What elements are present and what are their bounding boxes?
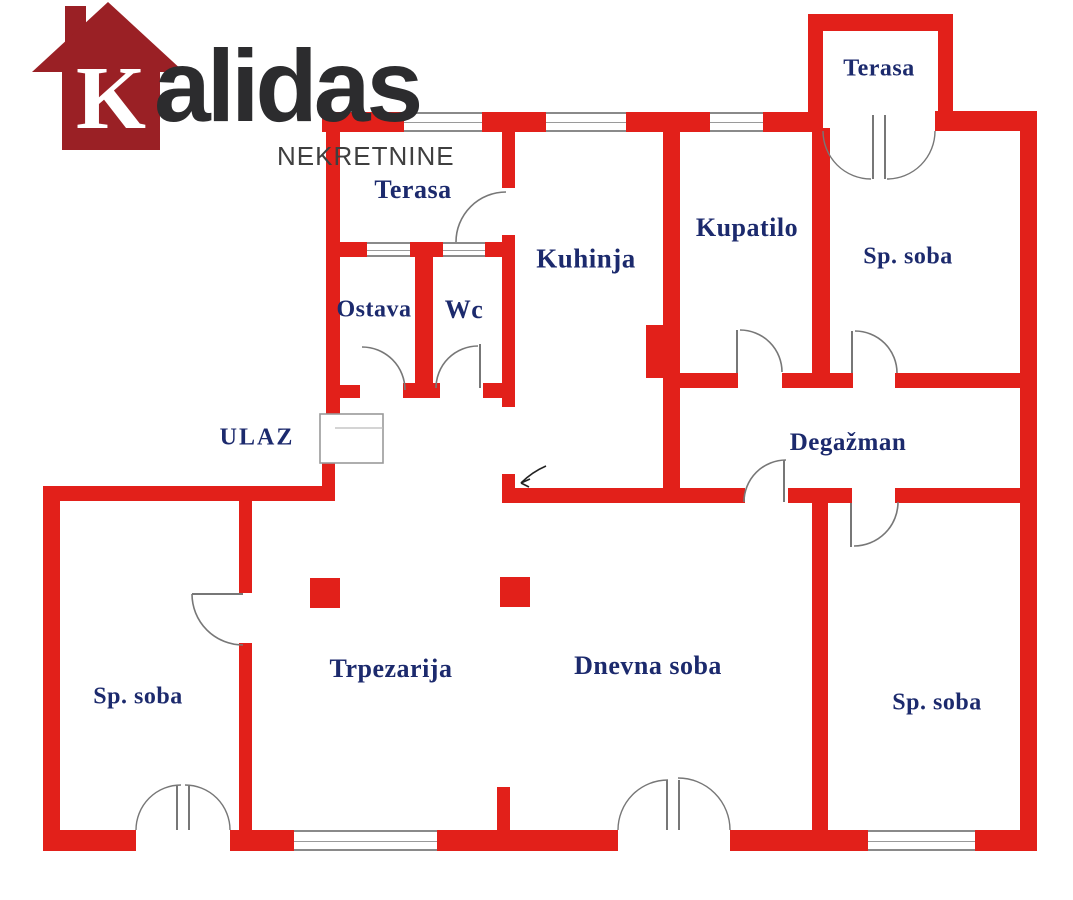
door-arc — [853, 501, 899, 547]
wall-segment — [502, 235, 515, 407]
wall-segment — [437, 830, 618, 851]
wall-segment — [326, 385, 360, 398]
window — [294, 830, 437, 851]
wall-segment — [326, 127, 340, 415]
room-label-ostava: Ostava — [336, 296, 412, 323]
wall-segment — [663, 373, 738, 388]
room-label-trpezarija: Trpezarija — [329, 654, 453, 683]
door-arc — [191, 593, 244, 646]
window — [546, 112, 626, 132]
wall-segment — [782, 373, 853, 388]
annotation-arrow — [520, 465, 547, 484]
brand-name: alidas — [154, 29, 423, 143]
logo-letter-k: K — [76, 49, 146, 148]
wall-segment — [502, 488, 745, 503]
annotation-arrowhead — [520, 478, 531, 488]
wall-segment — [403, 383, 440, 398]
wall-segment — [938, 14, 953, 131]
wall-segment — [935, 111, 1037, 131]
room-label-sp-soba-top-right: Sp. soba — [863, 243, 953, 270]
wall-segment — [808, 14, 823, 131]
room-label-dnevna-soba: Dnevna soba — [574, 651, 722, 680]
window — [868, 830, 975, 851]
room-label-degazman: Degažman — [789, 429, 907, 456]
room-label-sp-soba-left: Sp. soba — [93, 683, 183, 710]
wall-segment — [483, 383, 515, 398]
door-arc — [822, 130, 872, 180]
room-label-terasa-top-right: Terasa — [843, 55, 915, 82]
wall-stub — [497, 787, 510, 832]
door-arc — [743, 459, 787, 503]
room-label-wc: Wc — [444, 295, 484, 324]
wall-segment — [239, 643, 252, 850]
house-icon: K — [32, 2, 184, 150]
entry-door — [319, 413, 384, 464]
brand-subtitle: NEKRETNINE — [277, 141, 455, 171]
wall-segment — [626, 112, 710, 132]
window — [710, 112, 763, 132]
door-arc — [361, 346, 406, 391]
wall-segment — [502, 474, 515, 490]
window — [404, 112, 482, 132]
door-arc — [854, 330, 898, 374]
wall-segment — [502, 128, 515, 188]
door-arc — [739, 329, 783, 373]
column — [500, 577, 530, 607]
column — [310, 578, 340, 608]
wall-segment — [812, 500, 828, 848]
door-arc — [135, 784, 182, 831]
wall-segment — [1020, 111, 1037, 851]
wall-segment — [730, 830, 868, 851]
wall-segment — [812, 128, 830, 388]
wall-segment — [895, 373, 1037, 388]
window — [443, 242, 485, 257]
door-arc — [886, 130, 936, 180]
door-arc — [435, 345, 479, 389]
room-label-sp-soba-bottom-right: Sp. soba — [892, 689, 982, 716]
wall-segment — [43, 486, 335, 501]
wall-segment — [808, 14, 953, 31]
wall-segment — [326, 242, 367, 257]
door-arc — [455, 191, 507, 243]
wall-segment — [788, 488, 852, 503]
door-arc — [617, 779, 669, 831]
room-label-kupatilo: Kupatilo — [695, 213, 799, 242]
room-label-terasa-top-left: Terasa — [374, 175, 452, 204]
wall-segment — [482, 112, 546, 132]
wall-segment — [230, 830, 294, 851]
room-label-kuhinja: Kuhinja — [536, 243, 636, 274]
wall-segment — [43, 486, 60, 851]
wall-segment — [663, 128, 680, 503]
wall-segment — [239, 499, 252, 593]
duct-block — [646, 325, 663, 378]
door-arc — [184, 784, 231, 831]
wall-segment — [895, 488, 1037, 503]
wall-segment — [415, 243, 433, 385]
wall-segment — [43, 830, 136, 851]
room-label-ulaz: ULAZ — [219, 424, 295, 451]
agency-logo: K alidas NEKRETNINE — [0, 0, 520, 190]
wall-segment — [322, 112, 404, 132]
window — [367, 242, 410, 257]
wall-segment — [975, 830, 1037, 851]
door-arc — [677, 777, 731, 831]
